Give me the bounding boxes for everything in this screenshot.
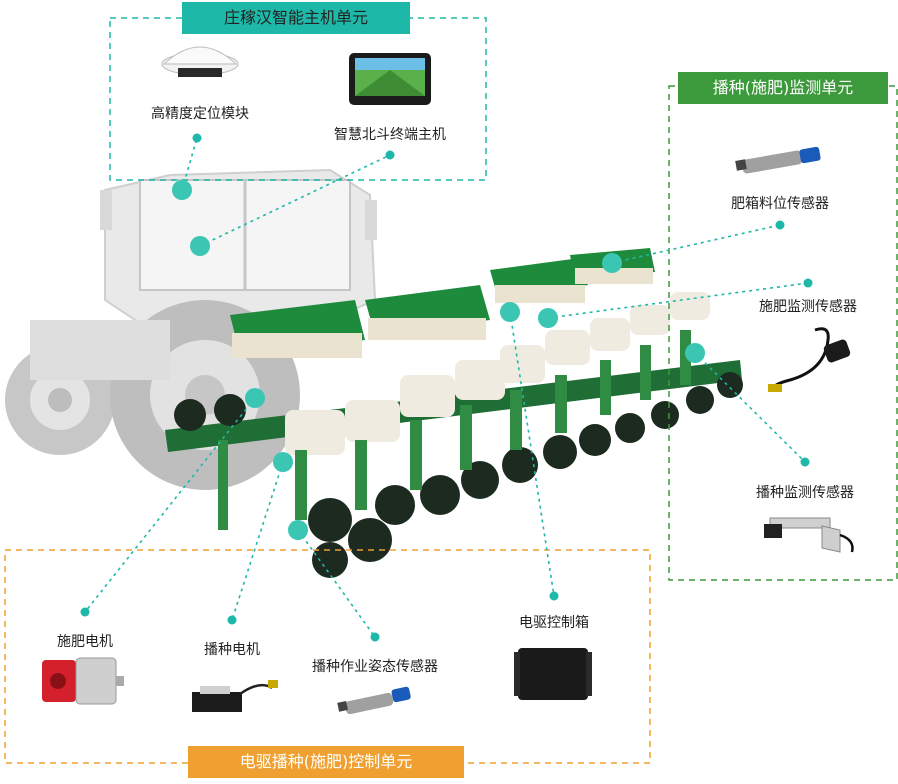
tractor-illustration (5, 168, 377, 490)
hopper-level-sensor-label: 肥箱料位传感器 (731, 196, 829, 212)
tablet-terminal-icon (349, 53, 431, 105)
wired-sensor-icon (768, 327, 851, 392)
monitor-unit-title: 播种(施肥)监测单元 (678, 72, 888, 104)
host-unit-title: 庄稼汉智能主机单元 (182, 2, 410, 34)
control-box-icon (514, 648, 592, 700)
terminal-host-label: 智慧北斗终端主机 (334, 127, 446, 143)
seeding-monitor-sensor-label: 播种监测传感器 (756, 485, 854, 501)
anchor-dots (172, 180, 705, 540)
cylindrical-sensor-icon (735, 146, 821, 174)
attitude-sensor-label: 播种作业姿态传感器 (312, 659, 438, 675)
label-dots (80, 133, 813, 642)
seeding-motor-label: 播种电机 (204, 642, 260, 658)
fertilizer-monitor-sensor-label: 施肥监测传感器 (759, 299, 857, 315)
gnss-module-label: 高精度定位模块 (151, 106, 249, 122)
gnss-antenna-icon (161, 46, 239, 77)
bracket-sensor-icon (764, 517, 854, 553)
fertilizer-motor-label: 施肥电机 (57, 634, 113, 650)
servo-motor-icon (192, 680, 278, 712)
planter-illustration (165, 248, 743, 578)
control-box-label: 电驱控制箱 (519, 615, 589, 631)
control-unit-title: 电驱播种(施肥)控制单元 (188, 746, 464, 778)
attitude-sensor-icon (337, 686, 411, 715)
red-motor-icon (42, 657, 124, 705)
